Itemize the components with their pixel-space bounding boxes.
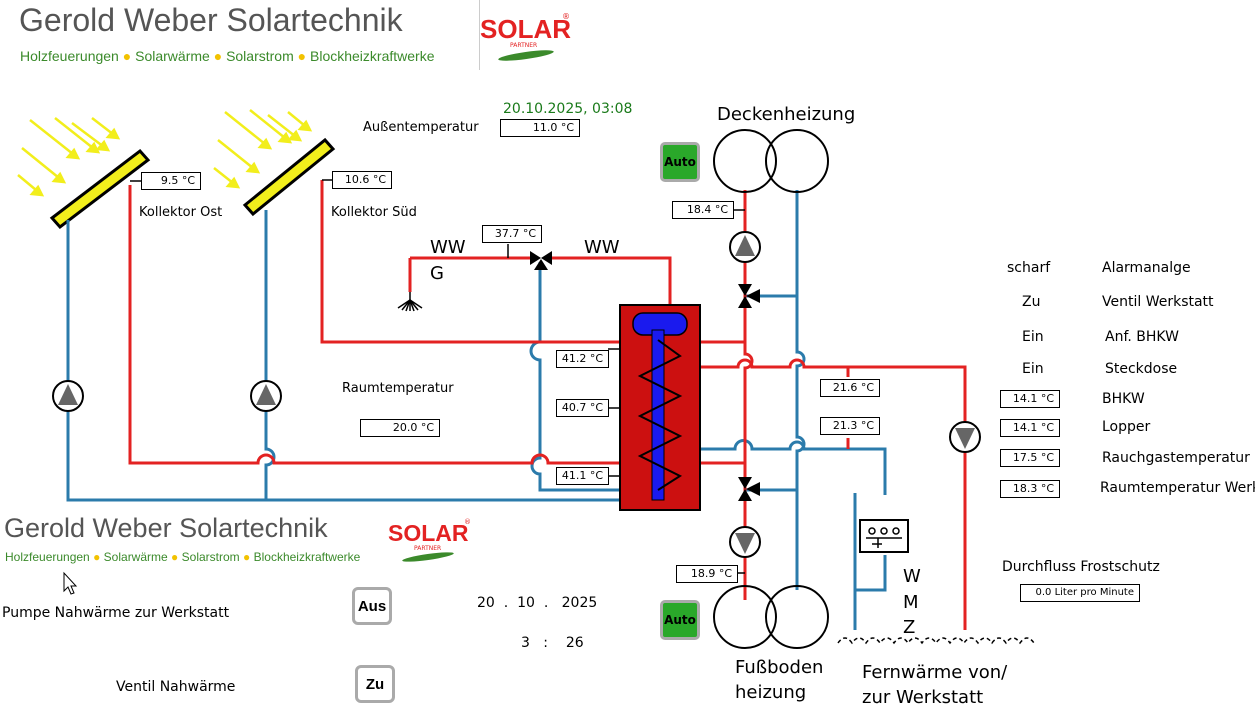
collector-east-panel (49, 148, 151, 230)
district-supply-temp: 21.6 °C (820, 379, 880, 397)
collector-south-label: Kollektor Süd (331, 205, 417, 220)
status-state: scharf (1007, 260, 1051, 276)
value-box: 14.1 °C (1000, 419, 1060, 437)
pump-icon (52, 380, 84, 412)
sun-ray-icon (17, 117, 121, 197)
ceiling-auto-button[interactable]: Auto (660, 142, 700, 182)
status-label: Ventil Werkstatt (1102, 294, 1214, 310)
district-return-temp: 21.3 °C (820, 417, 880, 435)
meter-letter-w: W (903, 566, 921, 587)
sun-ray-icon (213, 109, 313, 189)
meter-letter-m: M (903, 592, 919, 613)
value-label: Raumtemperatur Werk (1100, 480, 1255, 496)
solar-partner-logo-bottom: SOLAR ® PARTNER (388, 508, 471, 568)
district-label-2: zur Werkstatt (862, 687, 984, 708)
heat-meter-icon (859, 519, 909, 553)
pump-label: Pumpe Nahwärme zur Werkstatt (2, 605, 230, 621)
value-box: 17.5 °C (1000, 449, 1060, 467)
value-label: Rauchgastemperatur (1102, 450, 1250, 466)
frost-label: Durchfluss Frostschutz (1002, 559, 1160, 575)
ww-label-right: WW (584, 237, 620, 258)
floor-temp-value: 18.9 °C (676, 565, 738, 583)
collector-east-value: 9.5 °C (141, 172, 201, 190)
collector-south-panel (242, 137, 336, 217)
floor-heating-label-1: Fußboden (735, 657, 824, 678)
frost-value: 0.0 Liter pro Minute (1020, 584, 1140, 602)
tank-bottom-temp: 41.1 °C (556, 467, 609, 485)
meter-letter-z: Z (903, 617, 916, 638)
pump-icon (729, 231, 761, 263)
value-box: 18.3 °C (1000, 480, 1060, 498)
ceiling-temp-value: 18.4 °C (672, 201, 734, 219)
pump-icon (949, 421, 981, 453)
status-label: Steckdose (1105, 361, 1178, 377)
value-label: Lopper (1102, 419, 1151, 435)
collector-east-label: Kollektor Ost (139, 205, 223, 220)
brand-title-bottom: Gerold Weber Solartechnik (4, 513, 328, 543)
district-label-1: Fernwärme von/ (862, 662, 1008, 683)
brand-title: Gerold Weber Solartechnik (19, 2, 403, 38)
timestamp: 20.10.2025, 03:08 (503, 101, 633, 117)
mixing-valve-icon (738, 477, 760, 501)
solar-partner-logo: SOLAR ® PARTNER (479, 0, 571, 70)
tank-top-temp: 41.2 °C (556, 350, 609, 368)
status-state: Ein (1022, 329, 1044, 345)
time-display: 3 : 26 (521, 635, 584, 651)
storage-tank (619, 304, 701, 511)
value-label: BHKW (1102, 391, 1145, 407)
mixing-valve-icon (530, 251, 552, 270)
date-display: 20 . 10 . 2025 (477, 595, 598, 611)
pump-toggle-button[interactable]: Aus (352, 587, 392, 625)
floor-heating-exchanger (713, 585, 829, 649)
brand-subtitle: Holzfeuerungen ● Solarwärme ● Solarstrom… (20, 48, 435, 64)
outdoor-temp-label: Außentemperatur (363, 120, 479, 135)
room-temp-value: 20.0 °C (360, 419, 440, 437)
mix-temp-value: 37.7 °C (482, 225, 542, 243)
mixing-valve-icon (738, 284, 760, 308)
cursor-icon (63, 571, 78, 595)
value-box: 14.1 °C (1000, 390, 1060, 408)
valve-toggle-button[interactable]: Zu (355, 665, 395, 703)
shower-icon (397, 292, 423, 312)
pump-icon (250, 380, 282, 412)
status-state: Ein (1022, 361, 1044, 377)
valve-label: Ventil Nahwärme (116, 679, 236, 695)
ceiling-heating-label: Deckenheizung (717, 104, 856, 125)
tank-mid-temp: 40.7 °C (556, 399, 609, 417)
status-state: Zu (1022, 294, 1041, 310)
floor-heating-label-2: heizung (735, 682, 807, 703)
status-label: Alarmanalge (1102, 260, 1191, 276)
room-temp-label: Raumtemperatur (342, 381, 454, 396)
ww-label-left: WW (430, 237, 466, 258)
floor-auto-button[interactable]: Auto (660, 600, 700, 640)
brand-subtitle-bottom: Holzfeuerungen ● Solarwärme ● Solarstrom… (5, 550, 361, 564)
ground-line (837, 637, 1035, 645)
status-label: Anf. BHKW (1105, 329, 1179, 345)
pump-icon (729, 526, 761, 558)
g-label: G (430, 263, 444, 284)
outdoor-temp-value: 11.0 °C (500, 119, 580, 137)
ceiling-heating-exchanger (713, 129, 829, 193)
collector-south-value: 10.6 °C (332, 171, 392, 189)
